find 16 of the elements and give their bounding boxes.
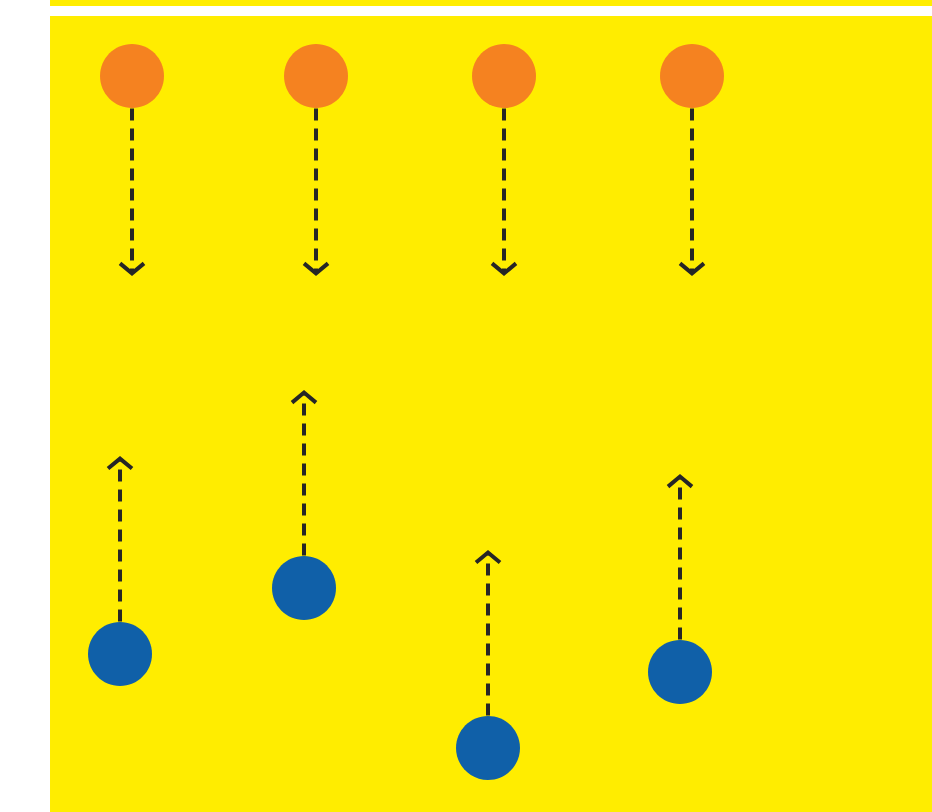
arrow: [106, 456, 134, 622]
arrow: [302, 108, 330, 276]
circle-marker: [100, 44, 164, 108]
arrow: [666, 474, 694, 640]
arrow: [290, 390, 318, 556]
arrow: [678, 108, 706, 276]
circle-marker: [272, 556, 336, 620]
circle-marker: [660, 44, 724, 108]
arrow: [474, 550, 502, 716]
arrow: [118, 108, 146, 276]
circle-marker: [648, 640, 712, 704]
circle-marker: [456, 716, 520, 780]
circle-marker: [88, 622, 152, 686]
circle-marker: [284, 44, 348, 108]
circle-marker: [472, 44, 536, 108]
arrow: [490, 108, 518, 276]
